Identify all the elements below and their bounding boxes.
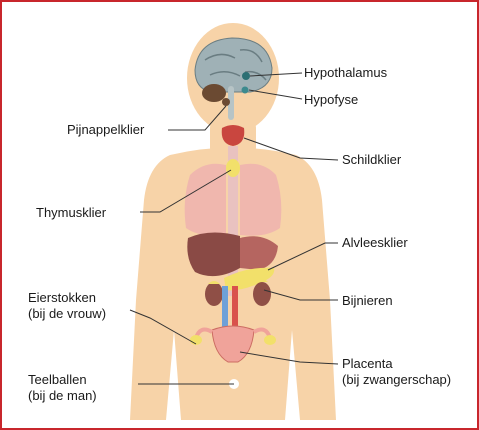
lung-left: [185, 164, 226, 236]
kidney-left: [205, 282, 223, 306]
label-hypothalamus: Hypothalamus: [304, 65, 387, 81]
label-pijnappelklier: Pijnappelklier: [67, 122, 144, 138]
hypothalamus-gland: [242, 72, 250, 80]
label-bijnieren: Bijnieren: [342, 293, 393, 309]
label-thymusklier: Thymusklier: [36, 205, 106, 221]
hypofyse-gland: [242, 87, 249, 94]
label-eierstokken-note: (bij de vrouw): [28, 306, 106, 322]
pijnappelklier-gland: [222, 98, 230, 106]
label-teelballen: Teelballen: [28, 372, 87, 388]
thymusklier-gland: [226, 159, 240, 177]
label-placenta-note: (bij zwangerschap): [342, 372, 451, 388]
label-teelballen-note: (bij de man): [28, 388, 97, 404]
label-hypofyse: Hypofyse: [304, 92, 358, 108]
label-placenta: Placenta: [342, 356, 393, 372]
kidney-right: [253, 282, 271, 306]
label-eierstokken: Eierstokken: [28, 290, 96, 306]
liver: [187, 232, 240, 276]
eierstok-right: [264, 335, 276, 345]
lung-right: [240, 164, 281, 236]
label-schildklier: Schildklier: [342, 152, 401, 168]
label-alvleesklier: Alvleesklier: [342, 235, 408, 251]
